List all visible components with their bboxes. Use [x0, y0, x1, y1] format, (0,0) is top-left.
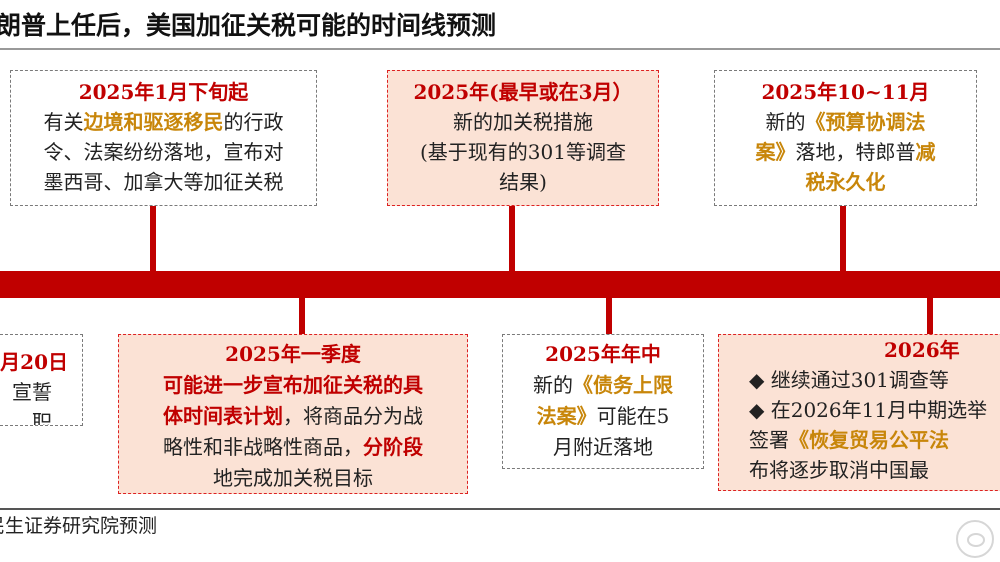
- text-segment: 《债务上限: [573, 373, 673, 397]
- text-segment: 的行政: [223, 110, 284, 134]
- event-box-jan20: 1月20日 宣誓职: [0, 334, 83, 426]
- event-text: 有关边境和驱逐移民的行政令、法案纷纷落地，宣布对墨西哥、加拿大等加征关税: [11, 107, 316, 197]
- text-segment: 法案》: [536, 404, 597, 428]
- text-segment: 减: [915, 140, 936, 164]
- event-heading: 2025年(最早或在3月）: [413, 80, 633, 104]
- text-segment: 地完成加关税目标: [213, 466, 373, 490]
- event-box-mar-2025: 2025年(最早或在3月） 新的加关税措施 (基于现有的301等调查结果): [387, 70, 659, 206]
- text-segment: 《恢复贸易公平法: [789, 428, 949, 452]
- text-segment: 《预算协调法: [805, 110, 926, 134]
- text-line: 略性和非战略性商品，分阶段: [119, 432, 467, 463]
- text-line: 签署《恢复贸易公平法: [749, 425, 1000, 455]
- text-segment: 墨西哥、加拿大等加征关税: [43, 170, 284, 194]
- text-line: 宣誓: [0, 377, 52, 407]
- text-line: 布将逐步取消中国最: [749, 455, 1000, 485]
- footer-divider: [0, 508, 1000, 510]
- text-line: 可能进一步宣布加征关税的具: [119, 370, 467, 401]
- event-box-jan-2025: 2025年1月下旬起 有关边境和驱逐移民的行政令、法案纷纷落地，宣布对墨西哥、加…: [10, 70, 317, 206]
- text-line: ◆ 在2026年11月中期选举: [749, 395, 1000, 425]
- event-heading: 2026年: [884, 338, 960, 362]
- event-text: 宣誓职: [0, 377, 82, 426]
- text-line: 新的《债务上限: [503, 370, 703, 401]
- text-line: 新的《预算协调法: [715, 107, 976, 137]
- event-text: 新的加关税措施 (基于现有的301等调查结果): [388, 107, 658, 197]
- text-segment: ◆ 在2026年11月中期选举: [749, 398, 988, 422]
- text-line: 体时间表计划，将商品分为战: [119, 401, 467, 432]
- text-segment: 新的: [533, 373, 573, 397]
- event-heading: 2025年一季度: [225, 342, 361, 366]
- timeline-bar: [0, 271, 1000, 298]
- text-segment: 职: [32, 410, 52, 426]
- event-text: 可能进一步宣布加征关税的具体时间表计划，将商品分为战略性和非战略性商品，分阶段地…: [119, 370, 467, 493]
- text-segment: 宣誓: [12, 380, 52, 404]
- text-line: 结果): [388, 167, 658, 197]
- text-segment: (基于现有的301等调查: [420, 140, 626, 164]
- stem-top-1: [150, 205, 156, 272]
- text-segment: 新的加关税措施: [453, 110, 593, 134]
- text-segment: 案》: [755, 140, 796, 164]
- event-heading: 2025年1月下旬起: [78, 80, 249, 104]
- text-line: ◆ 继续通过301调查等: [749, 365, 1000, 395]
- event-text: ◆ 继续通过301调查等◆ 在2026年11月中期选举签署《恢复贸易公平法布将逐…: [719, 365, 1000, 485]
- event-heading: 2025年10~11月: [761, 80, 930, 104]
- text-line: 墨西哥、加拿大等加征关税: [11, 167, 316, 197]
- text-segment: 布将逐步取消中国最: [749, 458, 929, 482]
- text-line: 月附近落地: [503, 432, 703, 463]
- text-line: 新的加关税措施: [388, 107, 658, 137]
- stem-bottom-4: [927, 297, 933, 334]
- text-segment: 月附近落地: [553, 435, 653, 459]
- text-line: 税永久化: [715, 167, 976, 197]
- event-box-2026: 2026年 ◆ 继续通过301调查等◆ 在2026年11月中期选举签署《恢复贸易…: [718, 334, 1000, 491]
- source-note: 民生证券研究院预测: [0, 515, 158, 537]
- text-segment: 体时间表计划: [163, 404, 283, 428]
- event-heading: 1月20日: [0, 350, 68, 374]
- text-line: 地完成加关税目标: [119, 463, 467, 493]
- text-line: (基于现有的301等调查: [388, 137, 658, 167]
- event-text: 新的《预算协调法案》落地，特郎普减税永久化: [715, 107, 976, 197]
- text-segment: 签署: [749, 428, 789, 452]
- event-box-q1-2025: 2025年一季度 可能进一步宣布加征关税的具体时间表计划，将商品分为战略性和非战…: [118, 334, 468, 494]
- stem-top-2: [509, 205, 515, 272]
- stem-bottom-3: [606, 297, 612, 334]
- text-segment: 令、法案纷纷落地，宣布对: [43, 140, 284, 164]
- text-segment: 结果): [499, 170, 547, 194]
- event-box-oct-2025: 2025年10~11月 新的《预算协调法案》落地，特郎普减税永久化: [714, 70, 977, 206]
- text-segment: ，将商品分为战: [283, 404, 423, 428]
- title-divider: [0, 48, 1000, 50]
- event-heading: 2025年年中: [545, 342, 661, 366]
- weibo-watermark-icon: [956, 520, 994, 558]
- text-segment: 边境和驱逐移民: [83, 110, 224, 134]
- stem-bottom-2: [299, 297, 305, 334]
- text-segment: 有关: [43, 110, 84, 134]
- text-segment: 新的: [765, 110, 806, 134]
- text-segment: ◆ 继续通过301调查等: [749, 368, 949, 392]
- text-line: 职: [0, 407, 52, 426]
- text-segment: 落地，特郎普: [795, 140, 916, 164]
- text-segment: 税永久化: [805, 170, 886, 194]
- text-line: 法案》可能在5: [503, 401, 703, 432]
- text-segment: 可能进一步宣布加征关税的具: [163, 373, 423, 397]
- text-segment: 略性和非战略性商品，: [163, 435, 363, 459]
- page-title: 朗普上任后，美国加征关税可能的时间线预测: [0, 11, 497, 40]
- text-line: 有关边境和驱逐移民的行政: [11, 107, 316, 137]
- text-segment: 分阶段: [363, 435, 423, 459]
- text-segment: 可能在5: [596, 404, 670, 428]
- text-line: 案》落地，特郎普减: [715, 137, 976, 167]
- stem-top-3: [840, 205, 846, 272]
- text-line: 令、法案纷纷落地，宣布对: [11, 137, 316, 167]
